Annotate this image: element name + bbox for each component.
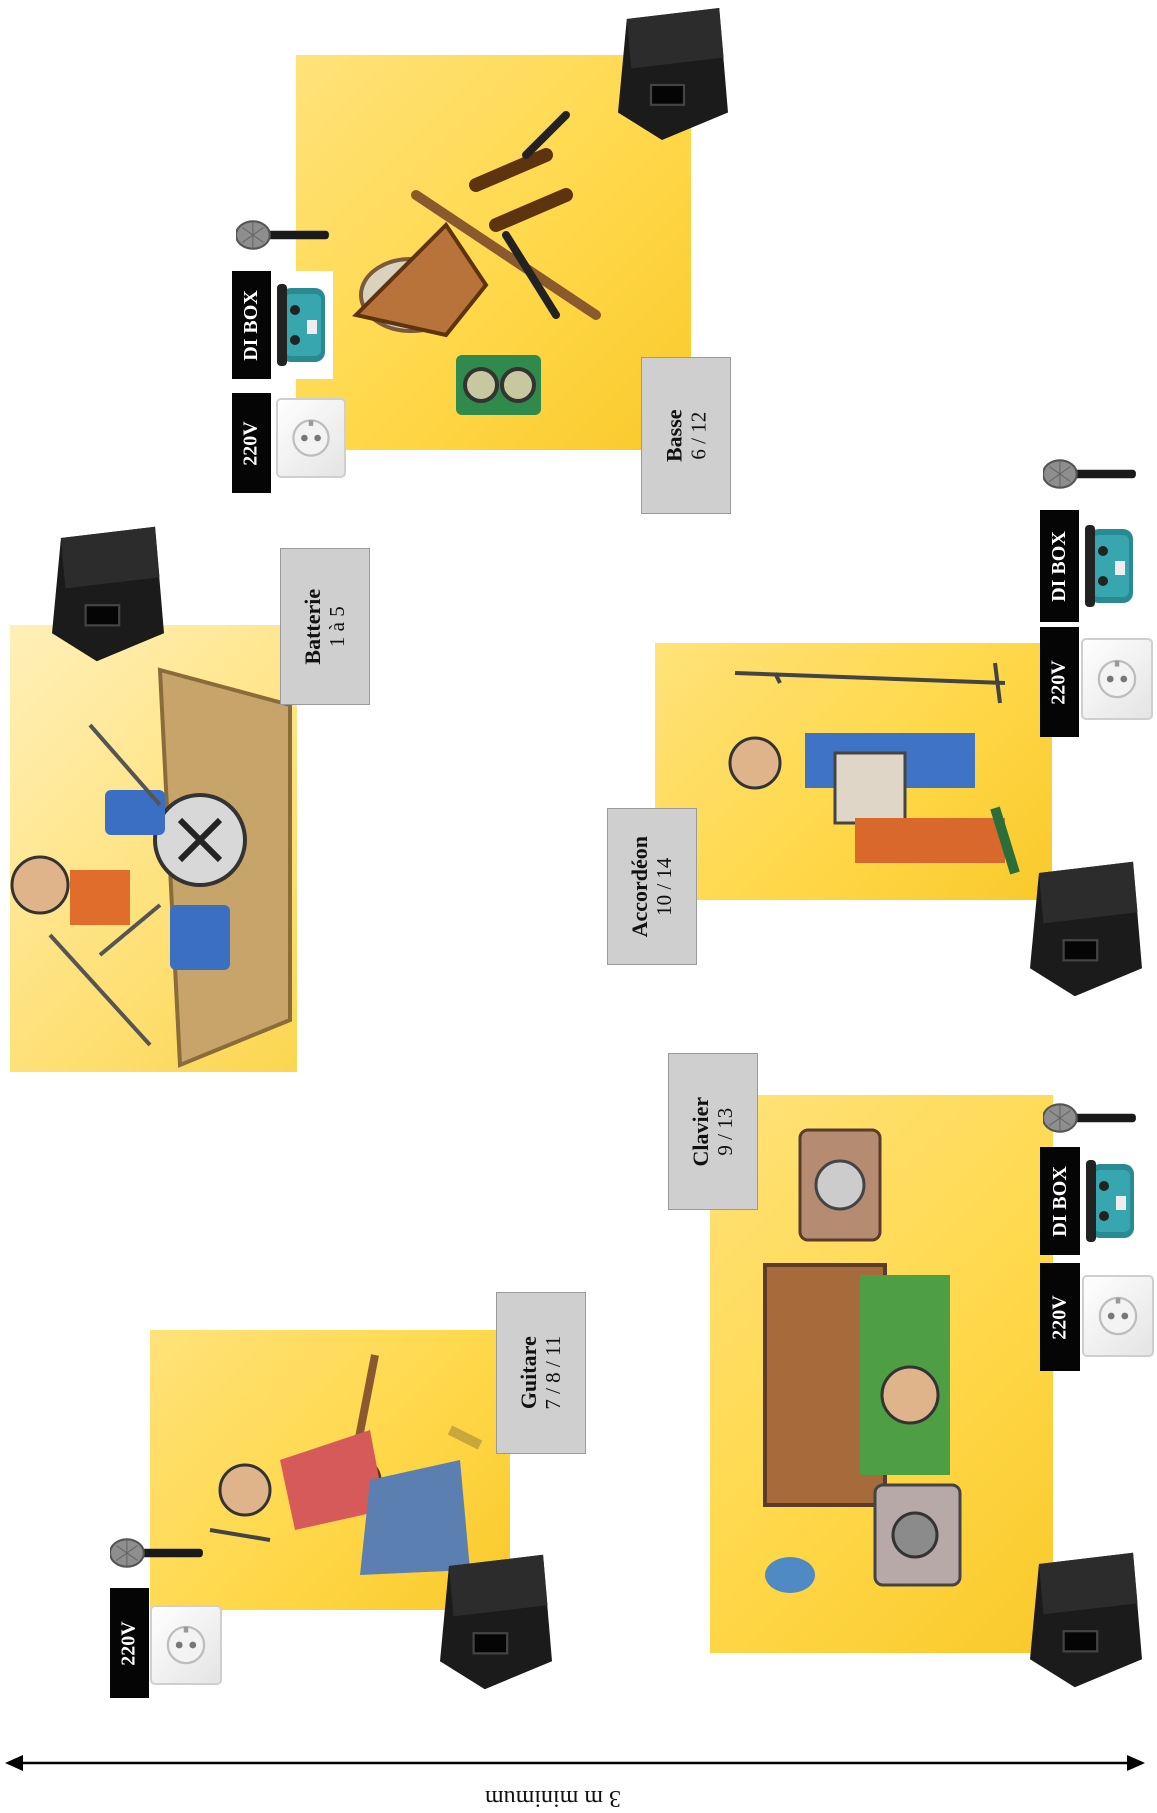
di-box-icon xyxy=(1081,510,1141,622)
station-channels: 1 à 5 xyxy=(326,589,350,665)
station-channels: 9 / 13 xyxy=(714,1097,738,1167)
wedge-monitor-icon xyxy=(52,520,164,668)
power-tag: 220V xyxy=(1040,627,1079,737)
station-name: Basse xyxy=(661,409,686,462)
station-channels: 10 / 14 xyxy=(653,836,677,937)
di-box-tag: DI BOX xyxy=(1040,510,1079,622)
power-socket-icon xyxy=(1082,1275,1154,1357)
power-tag: 220V xyxy=(110,1588,149,1698)
power-tag: 220V xyxy=(232,393,271,493)
station-name: Accordéon xyxy=(627,836,652,937)
station-channels: 7 / 8 / 11 xyxy=(542,1336,566,1410)
power-socket-icon xyxy=(276,398,346,478)
stage-clavier xyxy=(710,1095,1053,1653)
wedge-monitor-icon xyxy=(618,0,728,148)
wedge-monitor-icon xyxy=(440,1548,552,1696)
dimension-label: 3 m minimum xyxy=(485,1784,621,1811)
wedge-monitor-icon xyxy=(1030,1545,1142,1695)
stage-accordeon xyxy=(655,643,1052,900)
station-name: Clavier xyxy=(688,1097,713,1167)
wedge-monitor-icon xyxy=(1030,855,1142,1003)
drummer-illustration xyxy=(10,625,297,1072)
di-box-icon xyxy=(1082,1147,1142,1255)
power-socket-icon xyxy=(1081,638,1153,720)
di-box-icon xyxy=(273,271,333,379)
station-channels: 6 / 12 xyxy=(687,409,711,462)
station-name: Guitare xyxy=(516,1336,541,1410)
power-tag: 220V xyxy=(1040,1263,1080,1371)
di-box-tag: DI BOX xyxy=(232,271,271,379)
stage-batterie xyxy=(10,625,297,1072)
microphone-icon xyxy=(1043,458,1138,490)
di-box-tag: DI BOX xyxy=(1040,1147,1080,1255)
station-name: Batterie xyxy=(300,589,325,665)
microphone-icon xyxy=(1043,1102,1138,1134)
power-socket-icon xyxy=(150,1605,222,1685)
microphone-icon xyxy=(110,1537,205,1569)
keyboardist-illustration xyxy=(710,1095,1053,1653)
double-arrow-icon xyxy=(5,1750,1145,1776)
accordionist-illustration xyxy=(655,643,1052,900)
microphone-icon xyxy=(236,219,331,251)
